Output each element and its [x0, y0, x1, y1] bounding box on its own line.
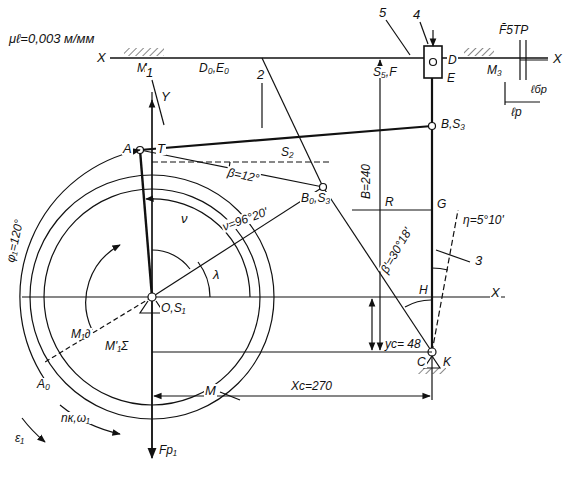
angle-label: η=5°10'	[462, 214, 505, 226]
leader	[420, 22, 428, 44]
phi-arc	[20, 150, 140, 380]
eta-arc	[432, 268, 448, 270]
point-label: G	[436, 198, 447, 210]
moment-label: M₁∂	[70, 328, 92, 340]
link-initial	[262, 58, 323, 187]
callout-number: 1	[145, 66, 154, 79]
callout-number: 4	[412, 8, 421, 21]
beta-arc	[405, 300, 432, 307]
axis-label: X	[490, 286, 501, 299]
ground-hatch	[124, 48, 164, 56]
point-label: K	[442, 356, 452, 368]
dimension-label: ℓр	[510, 106, 523, 118]
point-label: D₀,E₀	[198, 62, 230, 74]
guide-line	[110, 57, 548, 59]
point-label: E	[446, 72, 456, 84]
rg-line	[352, 209, 432, 210]
scale-label: μℓ=0,003 м/мм	[8, 32, 95, 45]
point-label: A₀	[36, 378, 51, 390]
dimension-b	[379, 60, 380, 350]
radius-line	[152, 187, 323, 297]
dimension-label: B=240	[360, 163, 372, 200]
crank-initial	[45, 297, 152, 362]
leader	[220, 392, 240, 400]
point-label: S₂	[280, 146, 295, 158]
moment-arc	[86, 245, 120, 330]
point-label: B,S₃	[440, 118, 466, 130]
joint	[429, 123, 436, 130]
angle-label: ν	[180, 212, 189, 225]
angle-label: λ	[212, 268, 220, 281]
extension-line	[431, 356, 432, 400]
rocker	[431, 58, 433, 352]
angle-label: ν=96°20'	[220, 205, 270, 233]
ground-hatch	[464, 48, 494, 56]
force-label: Fp₁	[158, 444, 178, 456]
ref-line	[152, 161, 330, 162]
dimension-yc	[371, 299, 372, 350]
joint	[148, 293, 156, 301]
dimension-label: yc= 48	[384, 338, 422, 350]
slider-block	[424, 46, 442, 78]
yc-line	[152, 351, 432, 352]
acceleration-label: ε₁	[14, 432, 25, 444]
epsilon-arc	[22, 418, 45, 442]
point-label: S₅,F	[372, 66, 398, 78]
force-bracket	[520, 40, 548, 80]
lambda-arc	[198, 262, 210, 297]
axis-label: X	[96, 51, 107, 64]
point-label: A	[122, 142, 133, 155]
point-label: D	[447, 54, 458, 66]
force-label: F̄5ТР	[498, 24, 529, 36]
force-arrow	[151, 297, 153, 458]
nu-arc	[146, 199, 250, 297]
leader	[261, 83, 262, 128]
angle-label: β'=30°18'	[378, 225, 414, 276]
angle-label: φ₁=120°	[4, 218, 25, 265]
joint	[320, 184, 327, 191]
callout-number: 2	[256, 68, 265, 81]
joint	[430, 59, 437, 66]
point-label: C	[416, 356, 427, 368]
dimension-lp	[504, 82, 505, 105]
leader	[436, 250, 470, 262]
callout-number: 3	[474, 254, 483, 267]
dimension-xc	[154, 395, 430, 396]
point-label: O,S₁	[160, 302, 186, 314]
dimension-label: ℓбр	[530, 84, 548, 95]
leader	[386, 20, 410, 55]
axis-label: Y	[160, 90, 171, 103]
crank	[140, 150, 152, 297]
coupler-initial	[140, 150, 323, 187]
nu-arc	[152, 250, 190, 269]
callout-number: 5	[378, 6, 387, 19]
eta-line	[432, 210, 458, 352]
moment-label: M₃	[486, 64, 503, 76]
dimension-lp	[505, 101, 540, 102]
moment-label: M'₁Σ	[104, 340, 129, 352]
axis-label: X	[552, 52, 563, 65]
point-label: R	[384, 196, 395, 208]
dimension-label: Xc=270	[290, 380, 333, 392]
rocker-initial	[323, 187, 432, 352]
point-label: B₀,S₃	[300, 192, 331, 204]
point-label: T	[156, 142, 166, 155]
slider-arrow	[432, 30, 433, 46]
omega-arc	[60, 405, 120, 434]
part-label: M	[204, 384, 217, 397]
speed-label: nк,ω₁	[60, 412, 91, 424]
angle-label: β=12°	[226, 166, 262, 185]
point-label: H	[418, 284, 429, 296]
